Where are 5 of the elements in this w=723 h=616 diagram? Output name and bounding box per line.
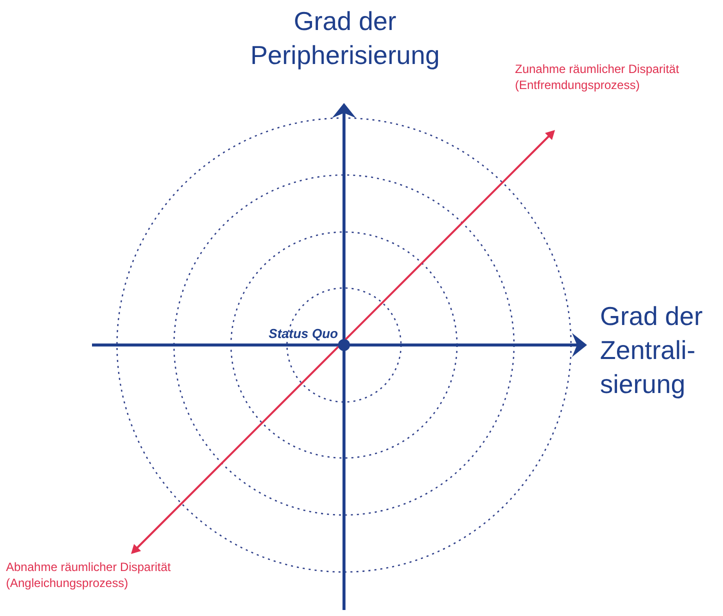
direction-label: Abnahme räumlicher Disparität (Angleichungsprozess)	[6, 560, 172, 592]
axis-title: Grad der Peripherisierung	[249, 5, 441, 72]
direction-label: Zunahme räumlicher Disparität (Entfremdungsprozess)	[515, 62, 680, 94]
point-label: Status Quo	[268, 326, 338, 343]
axis-title: Grad der Zentrali- sierung	[600, 300, 704, 401]
